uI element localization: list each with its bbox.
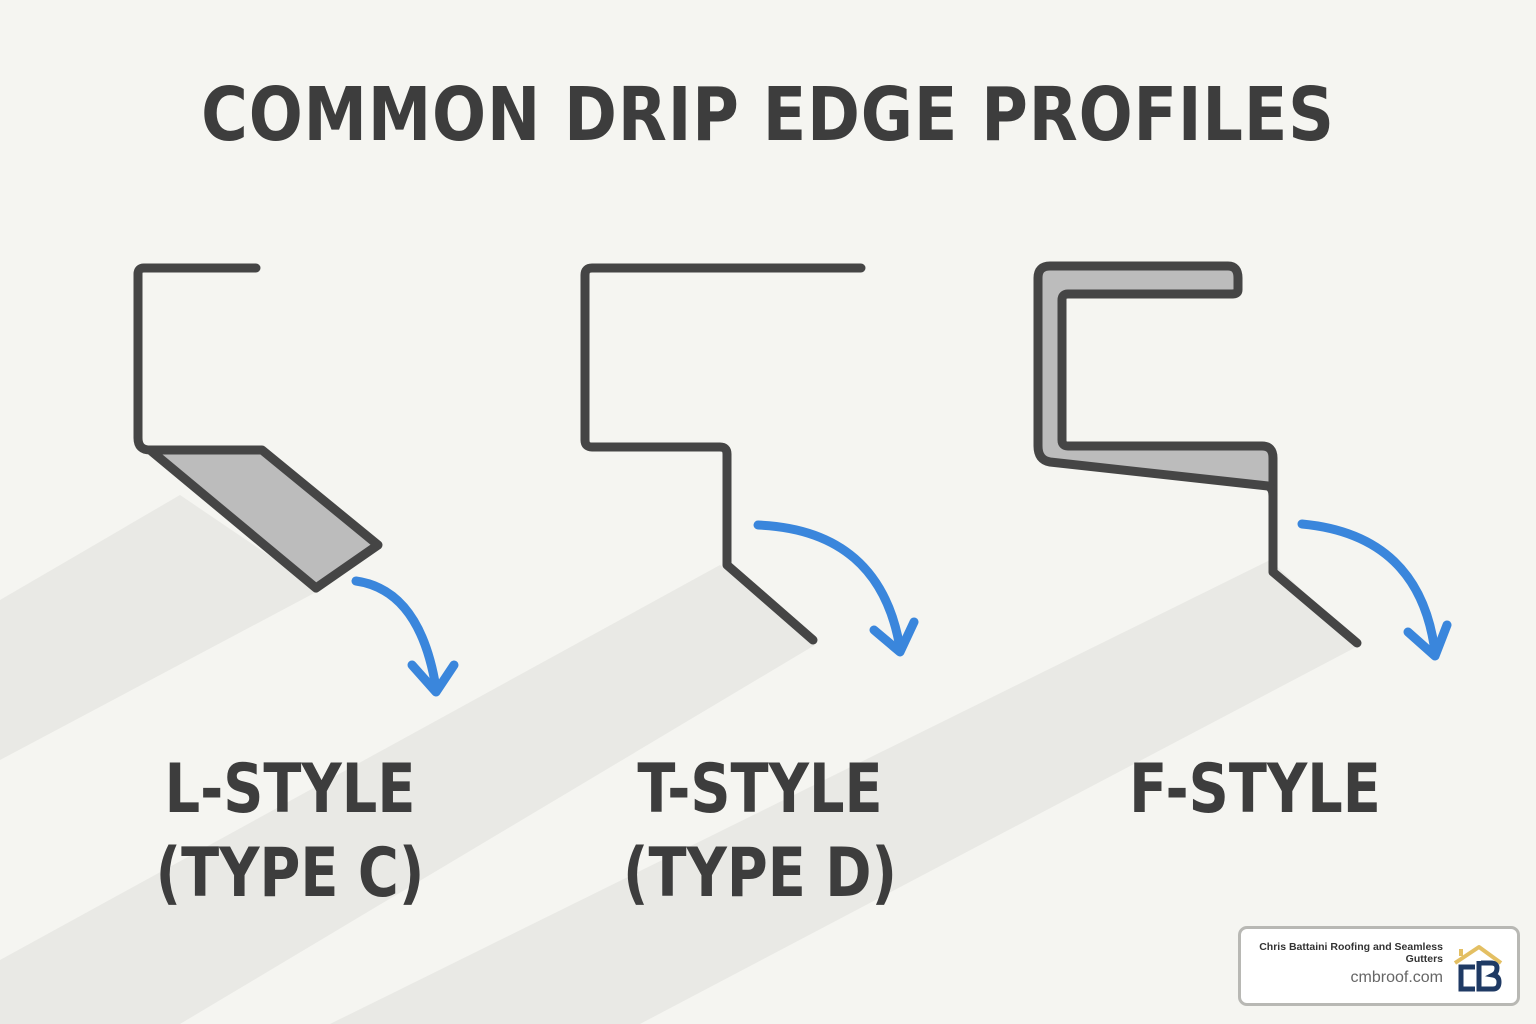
- t-style-label-type: (TYPE D): [622, 834, 898, 913]
- l-style-outline: [133, 263, 383, 593]
- page-title: COMMON DRIP EDGE PROFILES: [201, 72, 1335, 158]
- f-style-profile: [1033, 261, 1452, 661]
- f-style-label: F-STYLE: [1107, 748, 1402, 832]
- watermark-badge: Chris Battaini Roofing and Seamless Gutt…: [1238, 926, 1520, 1006]
- company-name: Chris Battaini Roofing and Seamless Gutt…: [1259, 941, 1443, 965]
- l-style-label: L-STYLE (TYPE C): [142, 748, 437, 916]
- f-style-inner: [1057, 289, 1362, 648]
- t-style-label-name: T-STYLE: [637, 750, 883, 829]
- t-style-outline: [580, 263, 866, 645]
- water-flow-arrow-icon: [1297, 519, 1452, 661]
- company-url: cmbroof.com: [1350, 969, 1443, 986]
- f-style-outer: [1033, 261, 1273, 491]
- t-style-label: T-STYLE (TYPE D): [612, 748, 907, 916]
- f-style-label-name: F-STYLE: [1129, 750, 1381, 829]
- shadow-bands: [0, 495, 1360, 1024]
- cb-house-logo-icon: [1453, 945, 1503, 992]
- t-style-profile: [580, 263, 919, 657]
- l-style-label-name: L-STYLE: [164, 750, 416, 829]
- f-style-hem-fill: [1040, 268, 1270, 486]
- l-style-profile: [133, 263, 459, 697]
- water-flow-arrow-icon: [753, 520, 919, 657]
- l-style-label-type: (TYPE C): [155, 834, 425, 913]
- water-flow-arrow-icon: [351, 576, 459, 697]
- l-style-hem-fill: [150, 450, 378, 588]
